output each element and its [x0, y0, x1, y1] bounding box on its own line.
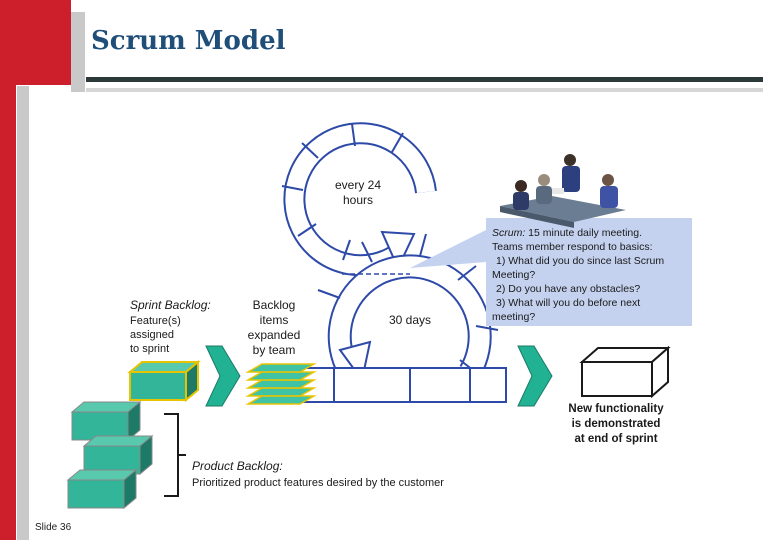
daily-cycle-ring-inner [285, 124, 435, 275]
page-title: Scrum Model [91, 26, 286, 56]
backlog-items-line-1: Backlog [253, 298, 296, 312]
meeting-illustration [500, 154, 626, 228]
left-shadow-bar [17, 86, 29, 540]
title-rule-shadow [86, 88, 763, 92]
product-backlog-stack [66, 400, 154, 510]
arrow-right-icon [517, 345, 553, 407]
backlog-items-line-4: by team [253, 343, 296, 357]
new-functionality-line-1: New functionality [568, 403, 664, 415]
scrum-note-line-6: 3) What will you do before next [496, 297, 640, 309]
sprint-backlog-line-3: to sprint [130, 343, 169, 355]
backlog-items-line-3: expanded [248, 328, 301, 342]
title-rule [86, 77, 763, 82]
backlog-items-label: Backlog items expanded by team [248, 298, 301, 357]
sprint-backlog-line-2: assigned [130, 329, 174, 341]
scrum-note-box [486, 218, 692, 326]
daily-cycle-segments [281, 123, 404, 261]
slide-number: Slide 36 [35, 522, 72, 533]
daily-cycle: every 24 hours [281, 122, 437, 277]
sprint-backlog-line-1: Feature(s) [130, 315, 181, 327]
sprint-cycle-label: 30 days [389, 313, 431, 327]
daily-cycle-label-1: every 24 [335, 178, 381, 192]
daily-cycle-arrowhead [380, 230, 416, 271]
sprint-cycle-segments [317, 233, 499, 375]
scrum-note-line-4: Meeting? [492, 269, 535, 281]
scrum-note-line-3: 1) What did you do since last Scrum [496, 255, 664, 267]
meeting-table [500, 196, 626, 222]
person-icon [515, 180, 527, 192]
daily-cycle-label-2: hours [343, 193, 373, 207]
new-functionality-line-2: is demonstrated [572, 418, 661, 430]
person-icon [564, 154, 576, 166]
sprint-cycle-ring-inner [329, 256, 490, 382]
corner-accent-block [16, 0, 71, 85]
sprint-bottom-bar [333, 367, 507, 403]
scrum-note-pointer [410, 230, 486, 268]
scrum-note-line-1: Scrum: 15 minute daily meeting. [492, 227, 642, 239]
product-backlog-desc: Prioritized product features desired by … [192, 477, 444, 489]
sprint-backlog-label: Sprint Backlog: Feature(s) assigned to s… [130, 298, 211, 355]
backlog-items-line-2: items [260, 313, 289, 327]
person-icon [538, 174, 550, 186]
arrow-right-icon [205, 345, 241, 407]
expanded-items-stack [245, 363, 317, 405]
new-functionality-box [579, 345, 671, 399]
scrum-note-line-7: meeting? [492, 311, 535, 323]
sprint-feature-box [127, 359, 201, 403]
corner-shadow-block [71, 12, 85, 92]
product-backlog-title: Product Backlog: [192, 459, 283, 473]
person-icon [602, 174, 614, 186]
scrum-note: Scrum: 15 minute daily meeting. Teams me… [410, 218, 692, 326]
sprint-backlog-title: Sprint Backlog: [130, 298, 211, 312]
scrum-note-line-5: 2) Do you have any obstacles? [496, 283, 640, 295]
left-accent-bar [0, 0, 16, 540]
scrum-note-line-2: Teams member respond to basics: [492, 241, 652, 253]
new-functionality-line-3: at end of sprint [574, 433, 657, 445]
